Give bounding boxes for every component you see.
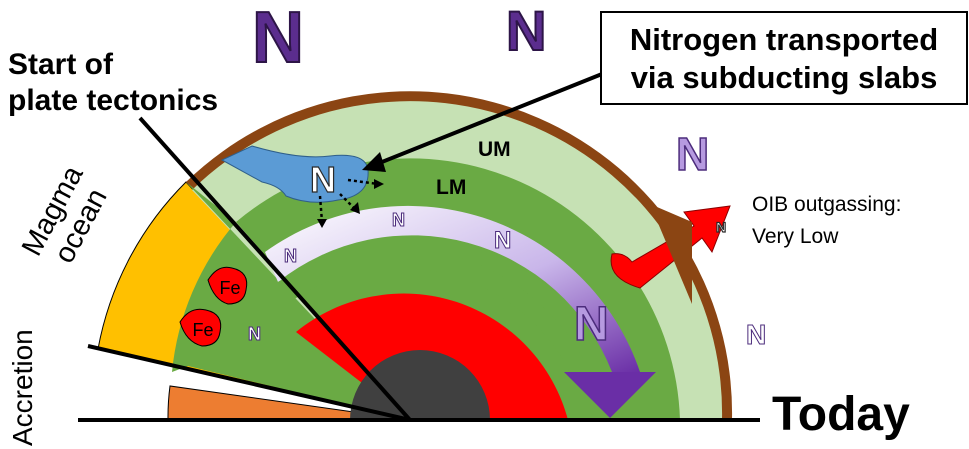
tectonics-start-line xyxy=(138,116,412,422)
oib-label-line2: Very Low xyxy=(752,225,839,248)
callout-arrowhead xyxy=(362,152,386,172)
nitrogen-atmosphere-large-1: N xyxy=(252,0,304,78)
nitrogen-atmosphere-large-2: N xyxy=(506,0,546,62)
nitrogen-mantle-2: N xyxy=(392,210,405,230)
accretion-line xyxy=(87,344,411,422)
nitrogen-arrowhead xyxy=(564,372,656,418)
nitrogen-mantle-3: N xyxy=(494,227,511,254)
subducting-slab xyxy=(220,145,369,203)
oib-crust-breach xyxy=(650,204,692,304)
nitrogen-arrow-band xyxy=(265,205,640,372)
inner-core xyxy=(350,350,490,420)
svg-text:Fe: Fe xyxy=(192,320,213,340)
lower-mantle-label: LM xyxy=(436,176,466,199)
nitrogen-slab: N xyxy=(310,159,336,200)
start-tectonics-label-line2: plate tectonics xyxy=(8,84,218,117)
callout-box xyxy=(600,11,968,105)
callout-text-line2: via subducting slabs xyxy=(631,60,938,95)
nitrogen-mantle-early: N xyxy=(248,324,261,344)
nitrogen-plume: N xyxy=(716,219,726,235)
nitrogen-atmosphere-mid: N xyxy=(676,128,709,180)
accretion-label: Accretion xyxy=(7,329,38,446)
start-tectonics-label-line1: Start of xyxy=(8,48,114,81)
callout-arrow-line xyxy=(371,68,613,168)
nitrogen-mantle-1: N xyxy=(284,246,297,266)
nitrogen-atmosphere-small: N xyxy=(746,319,766,350)
iron-droplet-1: Fe xyxy=(207,266,248,305)
callout-text-line1: Nitrogen transported xyxy=(630,22,938,57)
iron-droplet-2: Fe xyxy=(179,308,222,347)
today-label: Today xyxy=(772,388,910,441)
svg-text:Fe: Fe xyxy=(219,278,240,298)
lower-mantle-inner-band xyxy=(278,247,590,372)
subduction-arrowheads xyxy=(317,179,384,228)
nitrogen-deep-large: N xyxy=(574,298,609,351)
upper-mantle-label: UM xyxy=(478,138,511,161)
oib-label-line1: OIB outgassing: xyxy=(752,193,901,216)
magma-ocean-label: Magma ocean xyxy=(16,160,114,268)
